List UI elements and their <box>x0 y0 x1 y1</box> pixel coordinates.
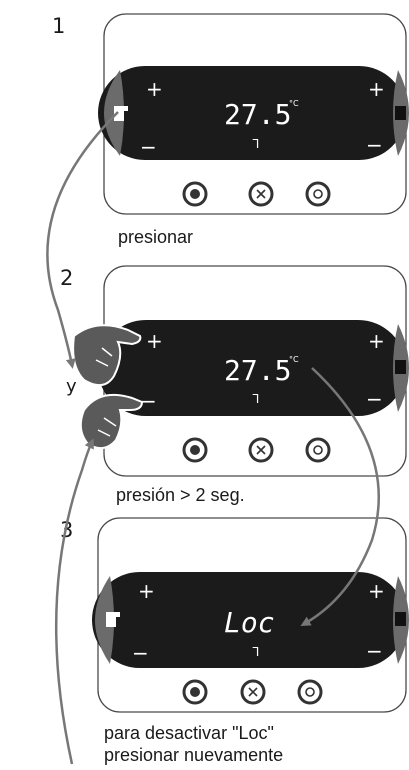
hand-top-icon <box>72 324 142 387</box>
settings-button-2[interactable] <box>305 437 331 463</box>
display-value-2: 27.5 <box>224 354 291 387</box>
settings-button-3[interactable] <box>297 679 323 705</box>
caption-step-1: presionar <box>118 227 194 247</box>
minus-right-icon[interactable]: − <box>366 387 383 411</box>
plus-left-icon[interactable]: + <box>138 579 155 603</box>
plus-left-icon[interactable]: + <box>146 77 163 101</box>
minus-right-icon[interactable]: − <box>366 639 383 663</box>
plus-right-icon[interactable]: + <box>368 77 385 101</box>
connector-y: y <box>66 376 77 397</box>
caption-step-3-line2: presionar nuevamente <box>104 745 284 765</box>
minus-right-icon[interactable]: − <box>366 133 383 157</box>
power-button-2[interactable] <box>182 437 208 463</box>
caption-step-3-line1: para desactivar "Loc" <box>104 723 274 743</box>
arrow-step1-to-hand <box>46 111 119 369</box>
unit-1: °C <box>289 99 299 108</box>
step-2-number: 2 <box>60 266 74 290</box>
device-2: + − + − 27.5 °C ᒣ <box>72 265 409 477</box>
caption-step-2: presión > 2 seg. <box>116 485 245 505</box>
reset-button-2[interactable] <box>248 437 274 463</box>
radiator-icon <box>395 612 406 626</box>
arrow-loc-to-hand <box>54 438 94 765</box>
radiator-icon <box>395 106 406 120</box>
display-value-1: 27.5 <box>224 98 291 131</box>
minus-left-icon[interactable]: − <box>132 641 149 665</box>
plus-left-icon[interactable]: + <box>146 329 163 353</box>
settings-button-1[interactable] <box>305 181 331 207</box>
faucet-icon <box>106 612 120 627</box>
reset-button-1[interactable] <box>248 181 274 207</box>
minus-left-icon[interactable]: − <box>140 135 157 159</box>
tap-icon: ᒣ <box>252 392 259 406</box>
radiator-icon <box>395 360 406 374</box>
unit-2: °C <box>289 355 299 364</box>
minus-left-icon[interactable]: − <box>140 389 157 413</box>
plus-right-icon[interactable]: + <box>368 579 385 603</box>
plus-right-icon[interactable]: + <box>368 329 385 353</box>
device-3: + − + − Loc ᒣ <box>92 517 409 713</box>
power-button-3[interactable] <box>182 679 208 705</box>
tap-icon: ᒣ <box>252 137 259 151</box>
power-button-1[interactable] <box>182 181 208 207</box>
device-1: + − + − 27.5 °C ᒣ <box>98 13 409 215</box>
faucet-icon <box>114 106 128 121</box>
arrow-display-to-loc <box>300 367 380 626</box>
display-value-3: Loc <box>224 606 275 639</box>
tap-icon: ᒣ <box>252 645 259 659</box>
reset-button-3[interactable] <box>240 679 266 705</box>
step-1-number: 1 <box>52 14 66 38</box>
